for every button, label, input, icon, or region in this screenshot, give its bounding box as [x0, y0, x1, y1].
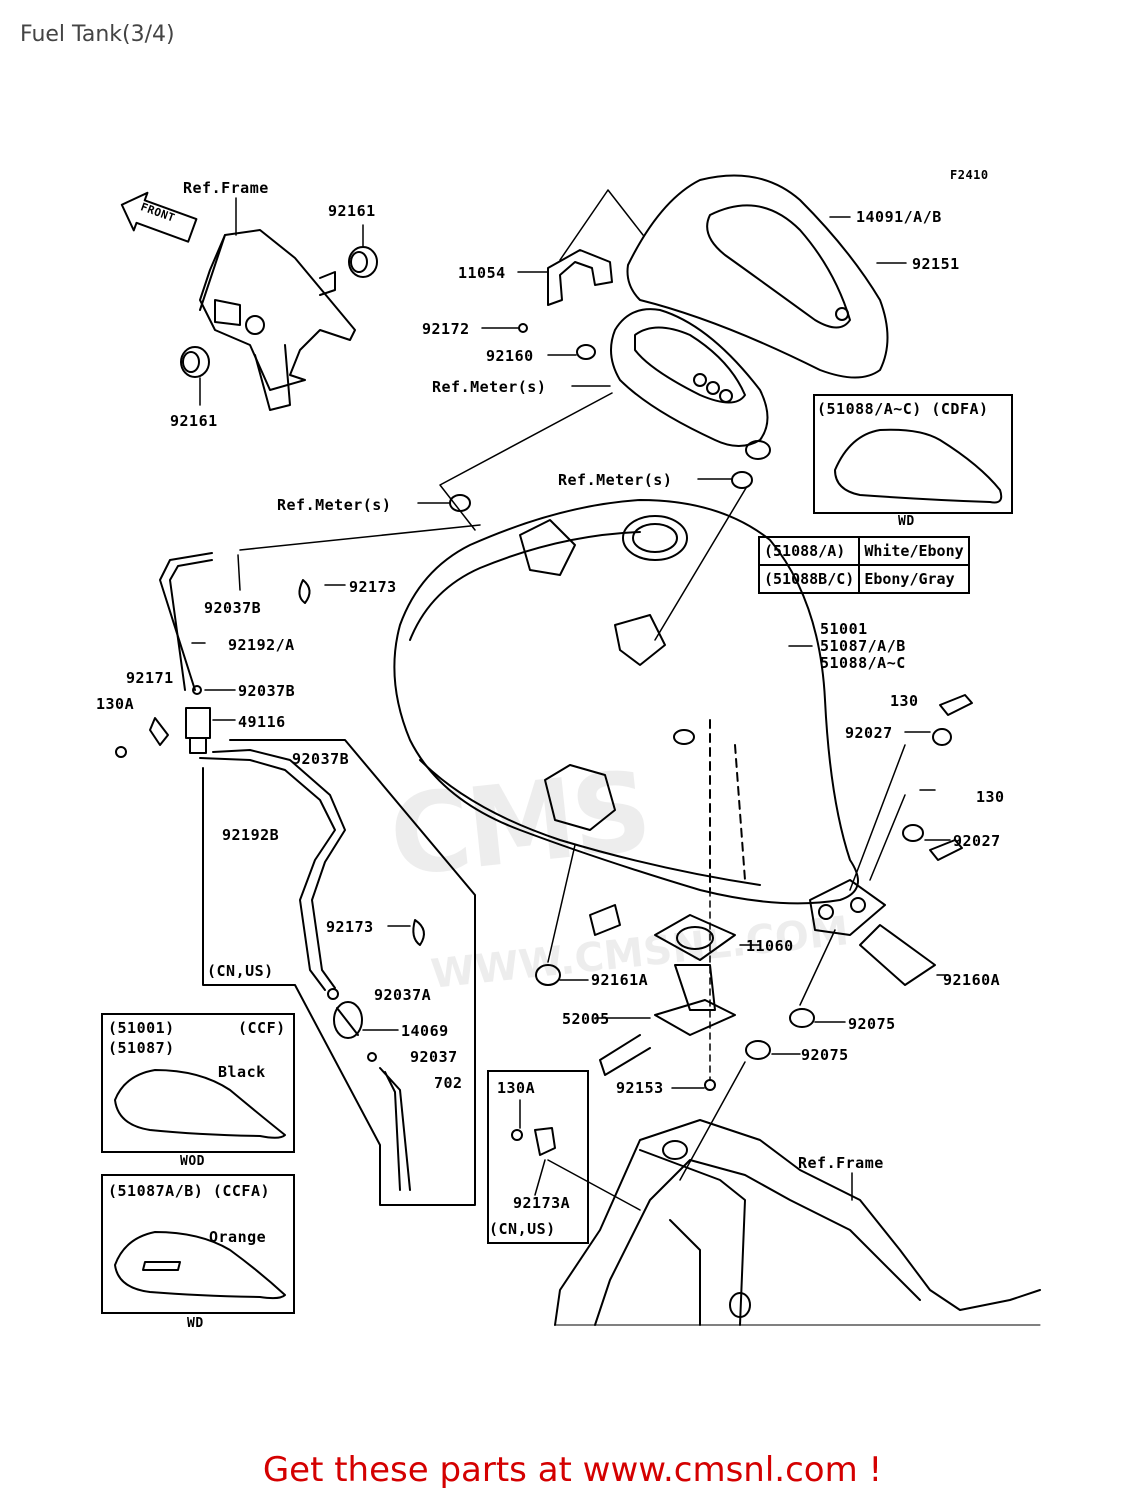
watermark-logo: CMS	[384, 746, 654, 902]
color-table: (51088/A) White/Ebony (51088B/C) Ebony/G…	[757, 536, 970, 594]
label-92173-b: 92173	[326, 918, 374, 936]
label-92037b-a: 92037B	[204, 599, 262, 617]
fuel-pump-drawing	[589, 904, 736, 1076]
label-92173a: 92173A	[513, 1194, 571, 1212]
bushing-92161-upper	[348, 246, 378, 278]
frame-rear-drawing	[554, 1119, 1041, 1326]
parts-diagram	[114, 174, 1041, 1326]
variant-cdfa-code: (51088/A~C) (CDFA)	[817, 400, 989, 418]
label-cn-us-b: (CN,US)	[489, 1220, 556, 1238]
color-table-code: (51088B/C)	[757, 564, 861, 594]
label-51001: 51001	[820, 620, 868, 638]
label-ref-meter-3: Ref.Meter(s)	[277, 496, 392, 514]
label-ref-frame-top: Ref.Frame	[183, 179, 269, 197]
label-49116: 49116	[238, 713, 286, 731]
variant-ccf-code-1: (51001)	[108, 1019, 175, 1037]
page-title: Fuel Tank(3/4)	[20, 22, 175, 47]
variant-box-cdfa	[813, 394, 1013, 514]
variant-ccf-footer: WOD	[180, 1154, 205, 1169]
label-702: 702	[434, 1074, 463, 1092]
label-51088: 51088/A~C	[820, 654, 906, 672]
label-52005: 52005	[562, 1010, 610, 1028]
label-92173-a: 92173	[349, 578, 397, 596]
label-92161a: 92161A	[591, 971, 649, 989]
color-table-code: (51088/A)	[757, 536, 861, 566]
label-ref-meter-2: Ref.Meter(s)	[558, 471, 673, 489]
label-14091: 14091/A/B	[856, 208, 942, 226]
label-92151: 92151	[912, 255, 960, 273]
frame-neck-drawing	[199, 229, 356, 411]
label-92172: 92172	[422, 320, 470, 338]
label-92037b-b: 92037B	[238, 682, 296, 700]
label-51087: 51087/A/B	[820, 637, 906, 655]
fuel-tank-drawing	[393, 499, 859, 905]
label-cn-us-a: (CN,US)	[207, 962, 274, 980]
label-92171: 92171	[126, 669, 174, 687]
bushing-92161-lower	[180, 346, 210, 378]
label-92153: 92153	[616, 1079, 664, 1097]
variant-box-ccf	[101, 1013, 295, 1153]
inset-box-cn-us	[487, 1070, 589, 1244]
valve-49116-drawing	[185, 707, 211, 754]
label-11054: 11054	[458, 264, 506, 282]
front-arrow-icon	[120, 191, 198, 243]
figure-code: F2410	[950, 168, 989, 182]
variant-ccf-code-2: (51087)	[108, 1039, 175, 1057]
cta-link[interactable]: Get these parts at www.cmsnl.com !	[262, 1450, 883, 1490]
variant-ccfa-code: (51087A/B) (CCFA)	[108, 1182, 271, 1200]
label-92027-b: 92027	[953, 832, 1001, 850]
label-92160a: 92160A	[943, 971, 1001, 989]
label-92075-a: 92075	[848, 1015, 896, 1033]
filter-14069-drawing	[333, 1001, 363, 1039]
label-130-a: 130	[890, 692, 919, 710]
variant-box-ccfa	[101, 1174, 295, 1314]
label-92037: 92037	[410, 1048, 458, 1066]
hose-92192a-drawing	[159, 552, 213, 691]
bracket-11054-drawing	[547, 249, 613, 306]
variant-tank-cdfa	[834, 428, 1003, 504]
color-table-color: Ebony/Gray	[858, 564, 970, 594]
color-table-row: (51088/A) White/Ebony	[757, 536, 970, 566]
meter-cover-drawing	[626, 174, 889, 379]
label-ref-frame-bottom: Ref.Frame	[798, 1154, 884, 1172]
variant-ccfa-color: Orange	[209, 1228, 267, 1246]
tank-rear-mount-drawing	[809, 879, 886, 936]
label-ref-meter-1: Ref.Meter(s)	[432, 378, 547, 396]
variant-cdfa-footer: WD	[898, 514, 915, 529]
label-92037a: 92037A	[374, 986, 432, 1004]
label-92027-a: 92027	[845, 724, 893, 742]
color-table-row: (51088B/C) Ebony/Gray	[757, 564, 970, 594]
label-92192a: 92192/A	[228, 636, 295, 654]
label-92161-a: 92161	[328, 202, 376, 220]
variant-tank-ccf	[114, 1069, 286, 1139]
label-92161-b: 92161	[170, 412, 218, 430]
label-130a-a: 130A	[96, 695, 135, 713]
label-11060: 11060	[746, 937, 794, 955]
label-130-b: 130	[976, 788, 1005, 806]
label-92192b: 92192B	[222, 826, 280, 844]
label-92160: 92160	[486, 347, 534, 365]
label-14069: 14069	[401, 1022, 449, 1040]
variant-ccf-region: (CCF)	[238, 1019, 286, 1037]
label-92075-b: 92075	[801, 1046, 849, 1064]
variant-ccf-color: Black	[218, 1063, 266, 1081]
meter-drawing	[610, 308, 771, 460]
label-130a-b: 130A	[497, 1079, 536, 1097]
variant-tank-ccfa	[114, 1231, 286, 1300]
color-table-color: White/Ebony	[858, 536, 970, 566]
label-92037b-c: 92037B	[292, 750, 350, 768]
variant-ccfa-footer: WD	[187, 1316, 204, 1331]
